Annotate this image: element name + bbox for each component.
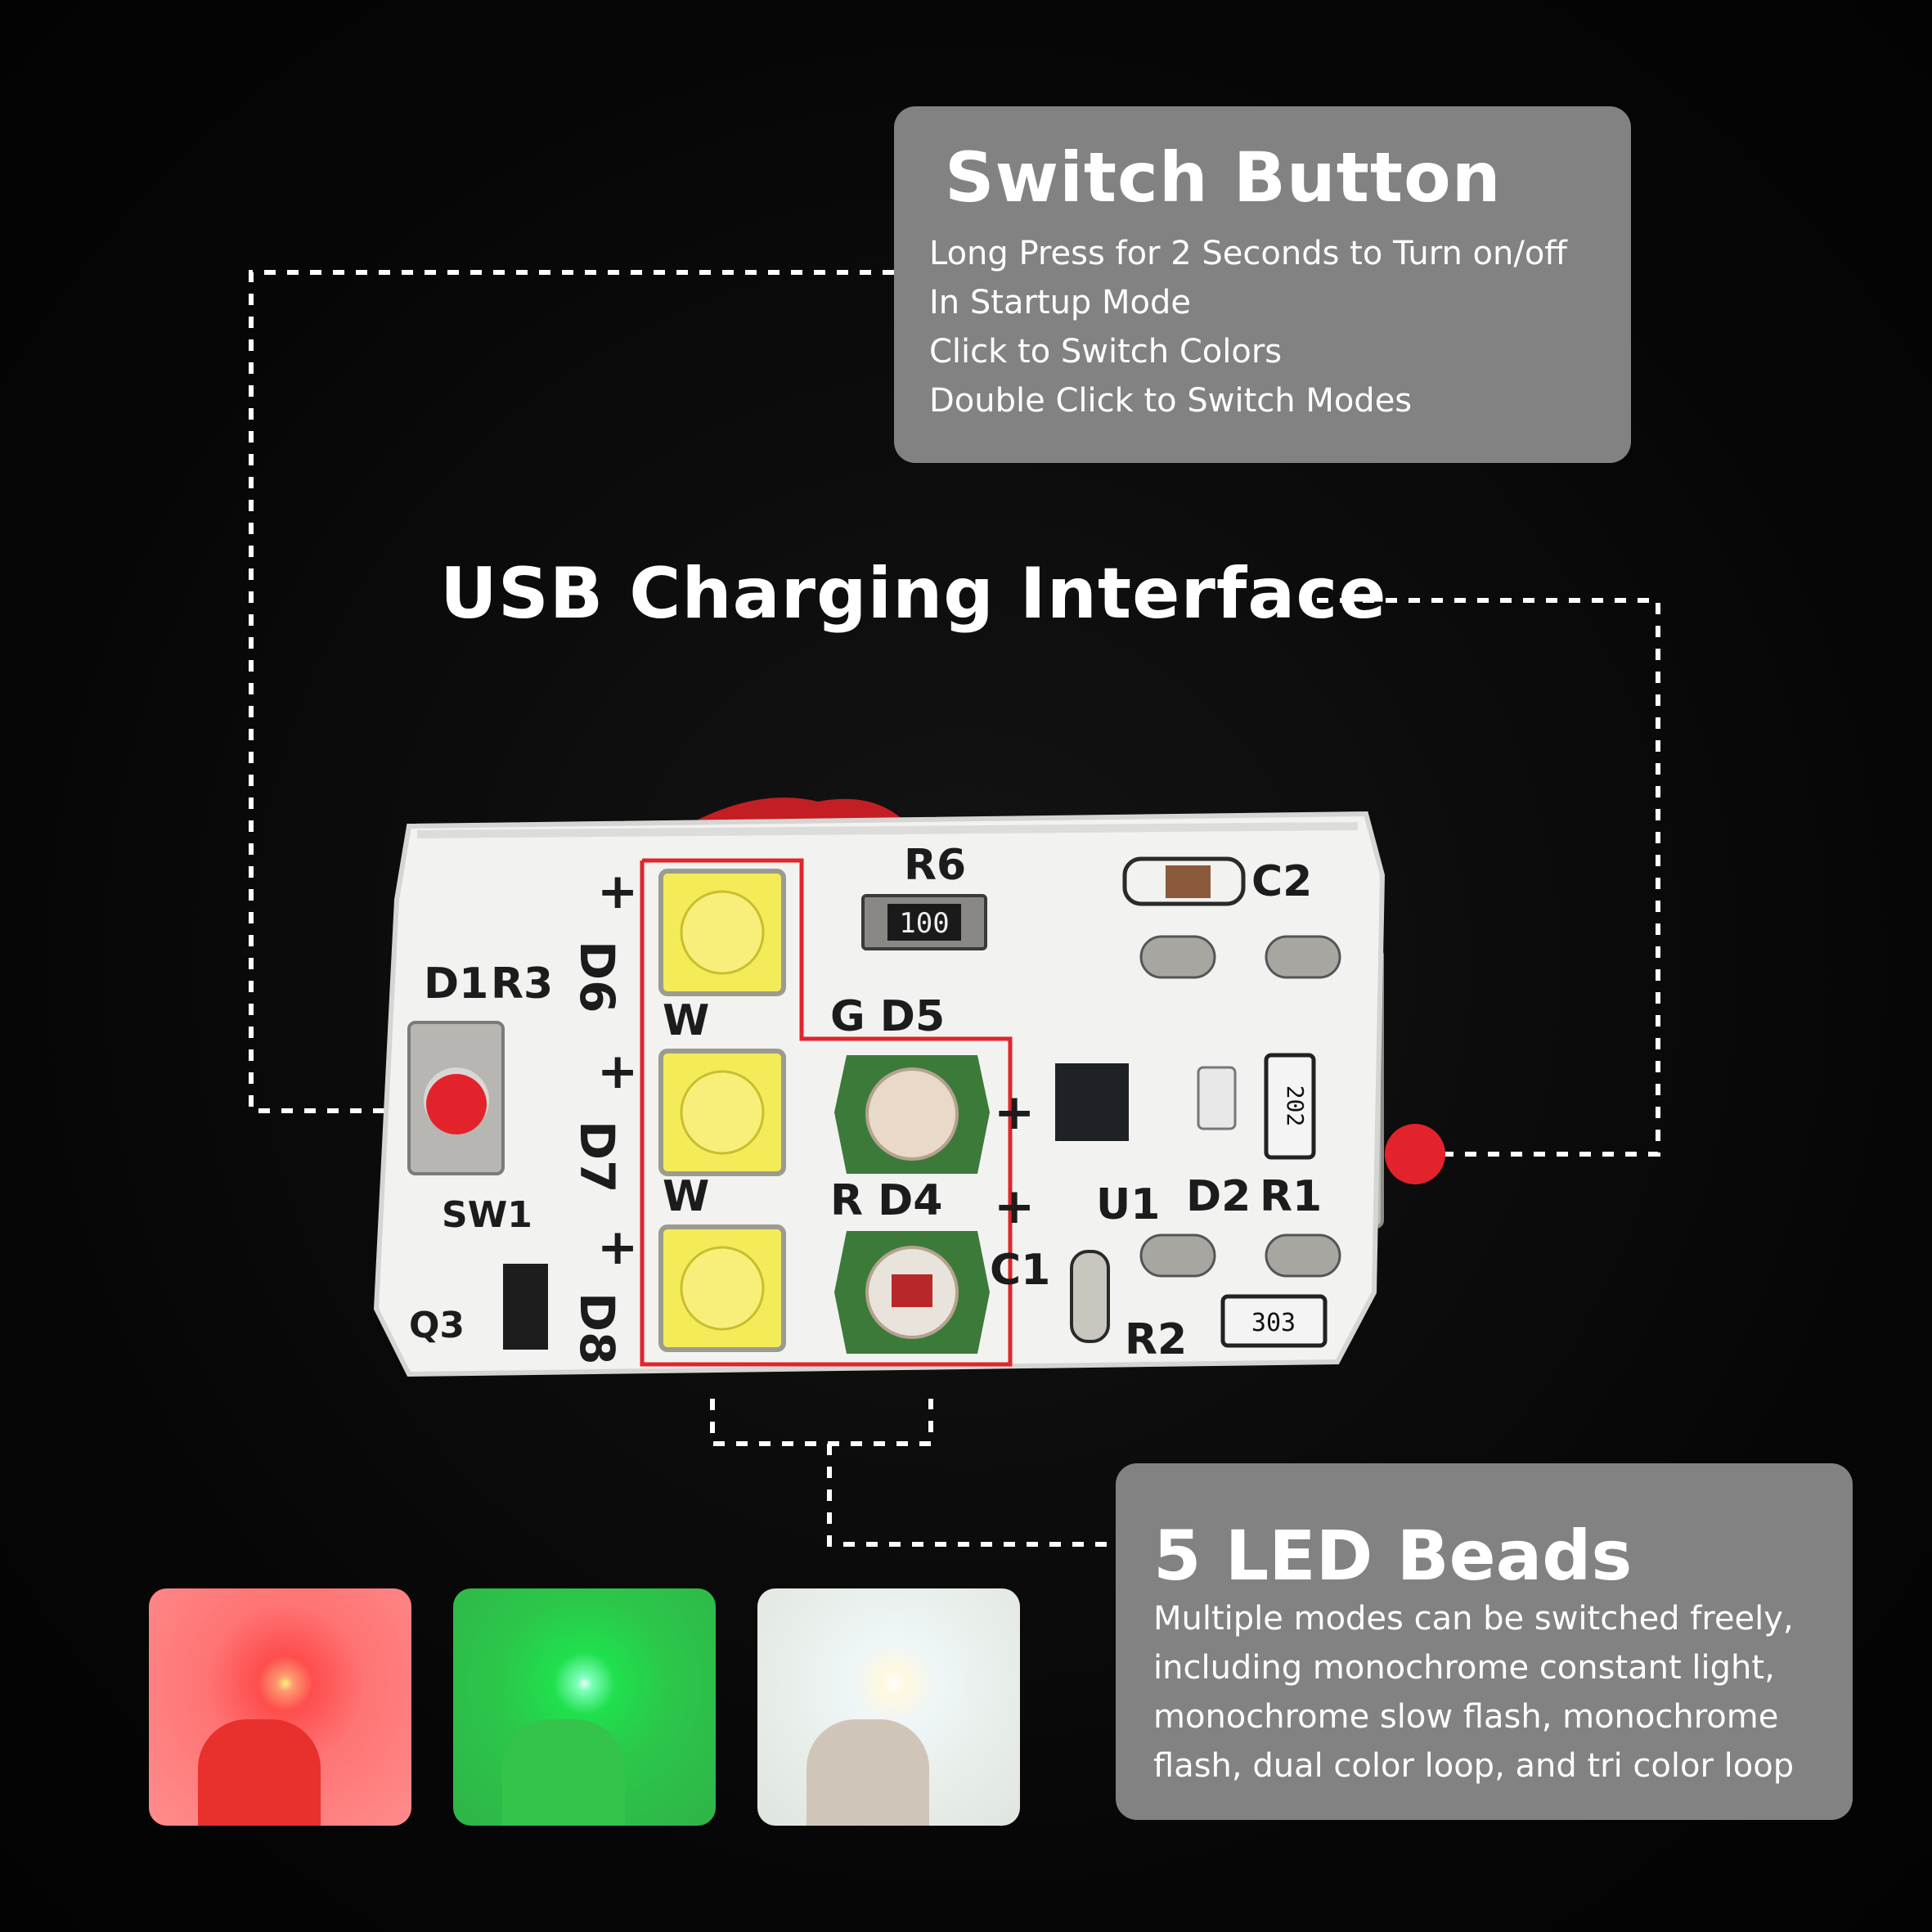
hand-icon [806,1719,929,1826]
pcb-board: 100 D1 R3 D6 D7 [373,798,1386,1377]
switch-line-3: Click to Switch Colors [929,333,1283,371]
hand-icon [502,1719,625,1826]
resistor-r1 [1264,1053,1316,1160]
label-r3: R3 [491,959,553,1009]
switch-button-panel: Switch Button Long Press for 2 Seconds t… [894,106,1631,463]
red-led-d4 [834,1231,990,1354]
label-plus-1: + [597,863,638,920]
led-d2 [1197,1066,1237,1130]
usb-marker [1385,1124,1445,1184]
label-r1: R1 [1260,1172,1322,1221]
led-beads-title: 5 LED Beads [1153,1516,1633,1596]
capacitor-c1 [1070,1250,1110,1343]
hand-icon [198,1719,321,1826]
label-c1: C1 [990,1246,1050,1295]
red-light-photo [149,1588,411,1826]
label-w2: W [663,1172,709,1221]
white-led-d7 [658,1049,786,1176]
r6-code: 100 [899,907,949,940]
usb-leader-line [1317,598,1660,1157]
switch-button-title: Switch Button [945,137,1502,218]
label-plus-2: + [597,1043,638,1100]
white-led-d8 [658,1224,786,1352]
label-sw1: SW1 [442,1194,532,1236]
led-highlight-outline [640,858,1013,1367]
label-u1: U1 [1096,1180,1160,1229]
switch-line-2: In Startup Mode [929,284,1192,321]
solder-pads [1139,935,1341,1278]
switch-line-1: Long Press for 2 Seconds to Turn on/off [929,235,1567,272]
white-light-photo [757,1588,1020,1826]
led-leader-line [710,1399,933,1446]
green-led-d5 [834,1055,990,1174]
r2-code: 303 [1251,1309,1296,1337]
label-r6: R6 [904,841,966,890]
r1-code: 202 [1282,1085,1309,1127]
switch-line-4: Double Click to Switch Modes [929,382,1413,420]
capacitor-c2 [1122,856,1246,906]
label-d1: D1 [424,959,488,1009]
usb-charging-title: USB Charging Interface [440,553,1387,635]
label-plus-4: + [994,1084,1035,1141]
led-leader-line-2 [827,1444,1116,1547]
label-c2: C2 [1251,857,1312,906]
label-d2: D2 [1186,1172,1251,1221]
white-led-d6 [658,869,786,996]
green-light-photo [453,1588,716,1826]
label-g-d5: G D5 [830,992,945,1041]
chip-u1 [1055,1063,1129,1141]
switch-leader-line [249,270,894,1113]
label-d7: D7 [569,1121,625,1193]
led-beads-panel: 5 LED Beads Multiple modes can be switch… [1116,1463,1853,1820]
label-r-d4: R D4 [830,1176,943,1225]
label-plus-3: + [597,1219,638,1276]
transistor-q3 [503,1264,548,1350]
led-beads-description: Multiple modes can be switched freely, i… [1153,1600,1795,1785]
label-d6: D6 [569,941,625,1013]
switch-marker [426,1074,487,1134]
resistor-r2 [1220,1294,1328,1348]
switch-button-lines: Long Press for 2 Seconds to Turn on/off … [929,229,1567,425]
label-d8: D8 [569,1292,625,1365]
label-plus-5: + [994,1178,1035,1235]
label-q3: Q3 [409,1305,465,1346]
label-r2: R2 [1125,1315,1187,1364]
label-w1: W [663,996,709,1045]
